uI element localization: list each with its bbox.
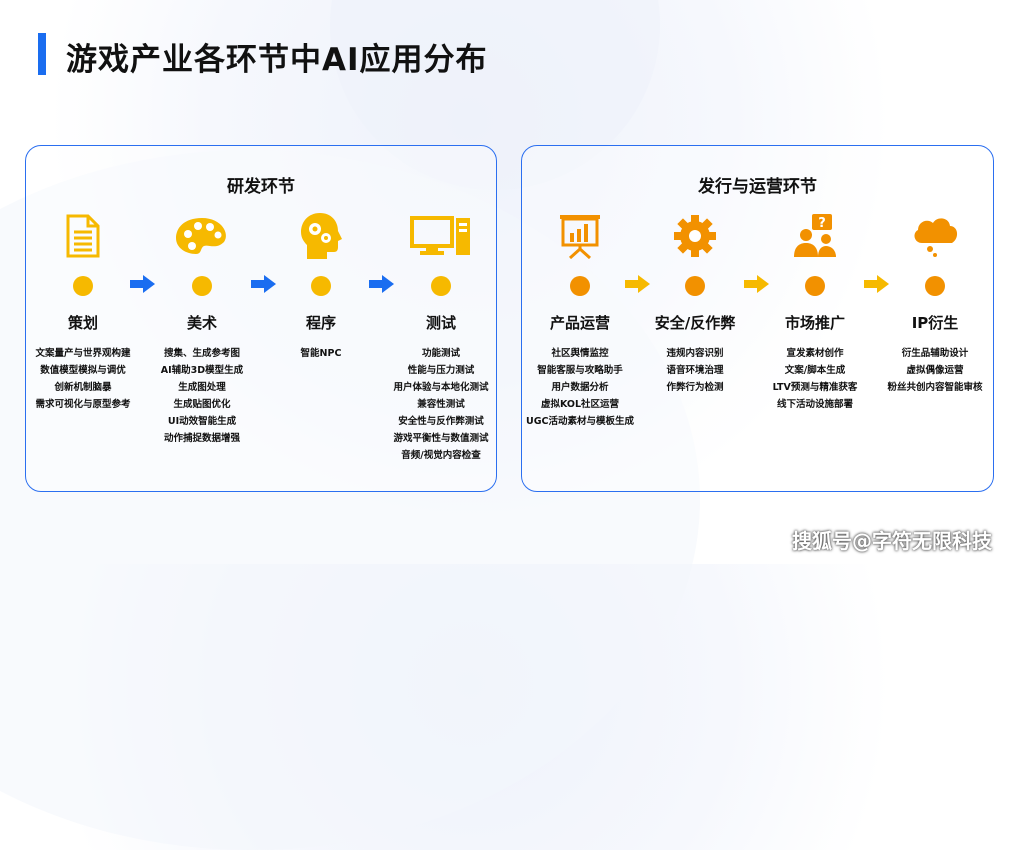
stage-item: 用户体验与本地化测试 xyxy=(393,382,489,393)
stage-label: 测试 xyxy=(425,314,456,332)
stage-1: 美术搜集、生成参考图 AI辅助3D模型生成生成图处理生成贴图优化 UI动效智能生成动… xyxy=(142,208,262,447)
stage-item: 用户数据分析 xyxy=(551,382,609,393)
stage-item: 搜集、生成参考图 xyxy=(163,348,240,359)
stage-item: 动作捕捉数据增强 xyxy=(163,433,240,444)
stage-dot xyxy=(925,276,945,296)
stage-label: 产品运营 xyxy=(549,314,610,332)
stage-item: 游戏平衡性与数值测试 xyxy=(393,433,489,444)
stage-dot xyxy=(192,276,212,296)
stage-dot xyxy=(311,276,331,296)
rd-card: 研发环节 策划文案量产与世界观构建数值模型模拟与调优创新机制脑暴需求可视化与原型… xyxy=(25,145,497,492)
stage-item: 生成贴图优化 xyxy=(173,399,231,410)
stage-items: 搜集、生成参考图 AI辅助3D模型生成生成图处理生成贴图优化 UI动效智能生成动作捕… xyxy=(142,345,262,447)
head-gears-icon xyxy=(261,208,381,264)
stage-item: 智能客服与攻略助手 xyxy=(537,365,623,376)
presentation-chart-icon xyxy=(520,208,640,264)
stage-items: 衍生品辅助设计虚拟偶像运营粉丝共创内容智能审核 xyxy=(875,345,995,396)
stage-label: IP衍生 xyxy=(911,314,959,332)
stage-label: 美术 xyxy=(186,314,217,332)
stage-dot xyxy=(431,276,451,296)
stage-item: 虚拟KOL社区运营 xyxy=(540,399,620,410)
stage-item: UI动效智能生成 xyxy=(167,416,237,427)
stage-3: IP衍生衍生品辅助设计虚拟偶像运营粉丝共创内容智能审核 xyxy=(875,208,995,396)
stage-item: 数值模型模拟与调优 xyxy=(40,365,126,376)
stage-dot xyxy=(570,276,590,296)
stage-item: 衍生品辅助设计 xyxy=(901,348,969,359)
stage-item: 需求可视化与原型参考 xyxy=(35,399,131,410)
stage-item: 作弊行为检测 xyxy=(666,382,724,393)
palette-icon xyxy=(142,208,262,264)
stage-item: 语音环境治理 xyxy=(666,365,724,376)
watermark: 搜狐号@字符无限科技 xyxy=(792,529,992,553)
stage-0: 策划文案量产与世界观构建数值模型模拟与调优创新机制脑暴需求可视化与原型参考 xyxy=(23,208,143,413)
stage-item: 兼容性测试 xyxy=(417,399,465,410)
stage-item: 宣发素材创作 xyxy=(786,348,844,359)
stage-0: 产品运营社区舆情监控智能客服与攻略助手用户数据分析虚拟KOL社区运营 UGC活动素… xyxy=(520,208,640,430)
rd-title: 研发环节 xyxy=(227,177,295,197)
stage-item: UGC活动素材与模板生成 xyxy=(526,416,634,427)
stage-label: 安全/反作弊 xyxy=(654,314,736,332)
stage-1: 安全/反作弊违规内容识别语音环境治理作弊行为检测 xyxy=(635,208,755,396)
stage-item: 文案量产与世界观构建 xyxy=(35,348,131,359)
stage-item: 智能NPC xyxy=(300,348,342,359)
stage-2: 程序智能NPC xyxy=(261,208,381,362)
stage-item: 功能测试 xyxy=(421,348,460,359)
gear-icon xyxy=(635,208,755,264)
stage-2: ? 市场推广宣发素材创作文案/脚本生成 LTV预测与精准获客线下活动设施部署 xyxy=(755,208,875,413)
stage-items: 功能测试性能与压力测试用户体验与本地化测试兼容性测试安全性与反作弊测试游戏平衡性… xyxy=(381,345,501,464)
people-question-icon: ? xyxy=(755,208,875,264)
stage-item: 文案/脚本生成 xyxy=(784,365,846,376)
ops-title: 发行与运营环节 xyxy=(698,177,817,197)
stage-item: AI辅助3D模型生成 xyxy=(160,365,244,376)
stage-item: LTV预测与精准获客 xyxy=(772,382,858,393)
computer-icon xyxy=(381,208,501,264)
page-title: 游戏产业各环节中AI应用分布 xyxy=(66,42,488,78)
stage-item: 创新机制脑暴 xyxy=(54,382,112,393)
ops-card: 发行与运营环节 产品运营社区舆情监控智能客服与攻略助手用户数据分析虚拟KOL社区… xyxy=(521,145,994,492)
stage-items: 社区舆情监控智能客服与攻略助手用户数据分析虚拟KOL社区运营 UGC活动素材与模板… xyxy=(520,345,640,430)
stage-3: 测试功能测试性能与压力测试用户体验与本地化测试兼容性测试安全性与反作弊测试游戏平… xyxy=(381,208,501,464)
stage-item: 线下活动设施部署 xyxy=(776,399,853,410)
stage-items: 违规内容识别语音环境治理作弊行为检测 xyxy=(635,345,755,396)
stage-dot xyxy=(73,276,93,296)
stage-item: 社区舆情监控 xyxy=(551,348,609,359)
stage-items: 宣发素材创作文案/脚本生成 LTV预测与精准获客线下活动设施部署 xyxy=(755,345,875,413)
stage-label: 市场推广 xyxy=(784,314,845,332)
svg-text:?: ? xyxy=(818,216,826,231)
stage-items: 文案量产与世界观构建数值模型模拟与调优创新机制脑暴需求可视化与原型参考 xyxy=(23,345,143,413)
stage-item: 音频/视觉内容检查 xyxy=(401,450,481,461)
stage-item: 性能与压力测试 xyxy=(407,365,475,376)
stage-dot xyxy=(685,276,705,296)
stage-dot xyxy=(805,276,825,296)
stage-label: 程序 xyxy=(305,314,336,332)
stage-item: 粉丝共创内容智能审核 xyxy=(887,382,983,393)
idea-cloud-icon xyxy=(875,208,995,264)
document-icon xyxy=(23,208,143,264)
stage-item: 违规内容识别 xyxy=(666,348,724,359)
stage-item: 虚拟偶像运营 xyxy=(906,365,964,376)
stage-item: 安全性与反作弊测试 xyxy=(398,416,484,427)
stage-items: 智能NPC xyxy=(261,345,381,362)
title-accent-bar xyxy=(38,33,46,75)
stage-item: 生成图处理 xyxy=(178,382,226,393)
stage-label: 策划 xyxy=(67,314,98,332)
